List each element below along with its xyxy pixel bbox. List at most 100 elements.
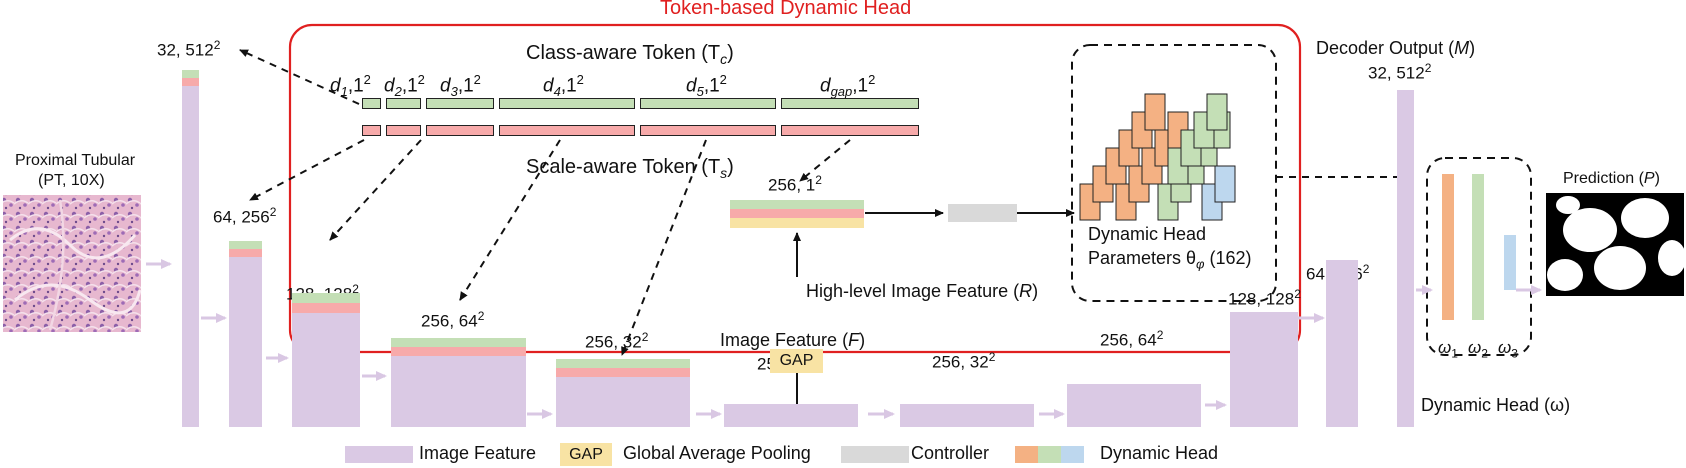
class-token-close: ) [727,42,734,64]
token-dim-sub-1: 1 [340,84,348,100]
scale-token-close: ) [727,156,734,178]
encoder-4-label: 256, 642 [421,309,484,332]
legend-swatch-head-blue [1061,446,1084,463]
encoder-1-scale-token [182,78,199,86]
decoder-output-dim-sup: 2 [1424,61,1432,75]
high-level-class-token [730,200,864,209]
high-level-dim: 256, 12 [768,173,822,196]
diagram-title: Token-based Dynamic Head [660,0,912,19]
token-dim-sup-gap: 2 [868,72,876,87]
token-dim-name-1: d [330,75,341,97]
omega-3-symbol: ω [1498,338,1512,357]
token-dim-size-5: ,1 [703,75,720,97]
token-dim-label-2: d2,12 [384,72,425,99]
token-dim-label-3: d3,12 [440,72,481,99]
dynamic-head-label: Dynamic Head (ω) [1421,395,1571,415]
decoder-1-feature [900,404,1034,427]
class-token-label: Class-aware Token (Tc) [526,42,734,67]
prediction-label-var: P [1643,170,1655,187]
decoder-1-sup: 2 [988,350,996,364]
legend-swatch-head-orange [1015,446,1038,463]
class-token-seg-3 [426,98,494,109]
solid-arrows [793,209,1075,410]
high-level-dim-text: 256, 1 [768,175,816,195]
token-dim-sup-1: 2 [363,72,371,87]
token-dim-sub-gap: gap [830,84,853,100]
high-level-label-var: R [1019,281,1033,301]
decoder-output-feature [1397,90,1414,427]
prediction-label: Prediction (P) [1563,170,1660,188]
decoder-2-label: 256, 642 [1100,328,1163,351]
decoder-2-dim: 256, 64 [1100,330,1157,350]
token-dim-label-5: d5,12 [686,72,727,99]
legend-label-image-feature: Image Feature [419,443,537,463]
bottleneck-label-var: F [848,330,860,350]
token-dim-sub-3: 3 [450,84,458,100]
dynamic-params-frame [1071,44,1277,302]
token-dim-label-gap: dgap,12 [820,72,875,99]
high-level-label-text: High-level Image Feature ( [806,281,1020,301]
token-dim-sup-2: 2 [417,72,425,87]
omega-2-symbol: ω [1468,338,1482,357]
decoder-3-dim: 128, 128 [1228,289,1295,309]
gap-box: GAP [770,349,823,373]
encoder-1-label: 32, 5122 [157,38,220,61]
high-level-label-close: ) [1032,281,1039,301]
token-dim-name-4: d [543,75,554,97]
class-token-seg-gap [781,98,919,109]
encoder-5-scale-token [556,368,690,377]
bottleneck-feature [724,404,858,427]
omega-2-label: ω2 [1468,338,1488,360]
encoder-1-dim: 32, 512 [157,40,214,60]
omega-3-label: ω3 [1498,338,1518,360]
high-level-label: High-level Image Feature (R) [806,281,1038,302]
legend-swatch-gap: GAP [560,443,612,466]
dynamic-params-count: (162) [1204,248,1252,268]
dynamic-param-tile-22 [1206,93,1228,131]
encoder-4-sup: 2 [477,309,485,323]
scale-token-seg-3 [426,125,494,136]
dynamic-param-tile-6 [1144,93,1166,131]
decoder-3-sup: 2 [1294,287,1301,301]
input-title: Proximal Tubular [15,152,136,169]
encoder-2-sup: 2 [269,205,277,219]
token-dim-size-gap: ,1 [852,75,869,97]
scale-token-subscript: s [720,165,728,181]
encoder-3-feature [292,313,360,427]
token-dim-size-3: ,1 [457,75,474,97]
encoder-3-class-token [292,293,360,303]
input-histology-image [3,195,142,332]
decoder-3-label: 128, 1282 [1228,287,1301,310]
encoder-2-scale-token [229,249,262,257]
legend-swatch-controller [841,446,909,463]
high-level-dim-sup: 2 [815,173,822,187]
decoder-output-dim: 32, 5122 [1368,61,1431,84]
scale-token-label-text: Scale-aware Token (T [526,156,721,178]
scale-token-label: Scale-aware Token (Ts) [526,156,734,181]
decoder-2-sup: 2 [1156,328,1164,342]
controller-box [948,204,1017,222]
token-dim-sup-5: 2 [719,72,727,87]
gap-box-label: GAP [779,352,814,369]
dynamic-head-frame [1426,157,1532,356]
encoder-2-feature [229,257,262,427]
dynamic-head-bar-2 [1472,174,1484,320]
encoder-2-dim: 64, 256 [213,207,270,227]
scale-token-seg-gap [781,125,919,136]
decoder-output-dim-text: 32, 512 [1368,63,1425,83]
dynamic-params-line2-text: Parameters θ [1088,248,1197,268]
decoder-2-feature [1067,384,1201,427]
bottleneck-label-close: ) [859,330,866,350]
token-dim-sub-4: 4 [553,84,561,100]
legend-label-controller: Controller [911,443,990,463]
encoder-3-sup: 2 [352,282,359,296]
legend-swatch-head-green [1038,446,1061,463]
legend-swatch-gap-text: GAP [569,446,603,463]
scale-token-seg-2 [386,125,421,136]
token-dim-name-2: d [384,75,395,97]
encoder-4-scale-token [391,347,526,356]
encoder-2-label: 64, 2562 [213,205,276,228]
omega-1-sub: 1 [1451,346,1458,361]
encoder-5-class-token [556,359,690,368]
encoder-5-dim: 256, 32 [585,332,642,352]
